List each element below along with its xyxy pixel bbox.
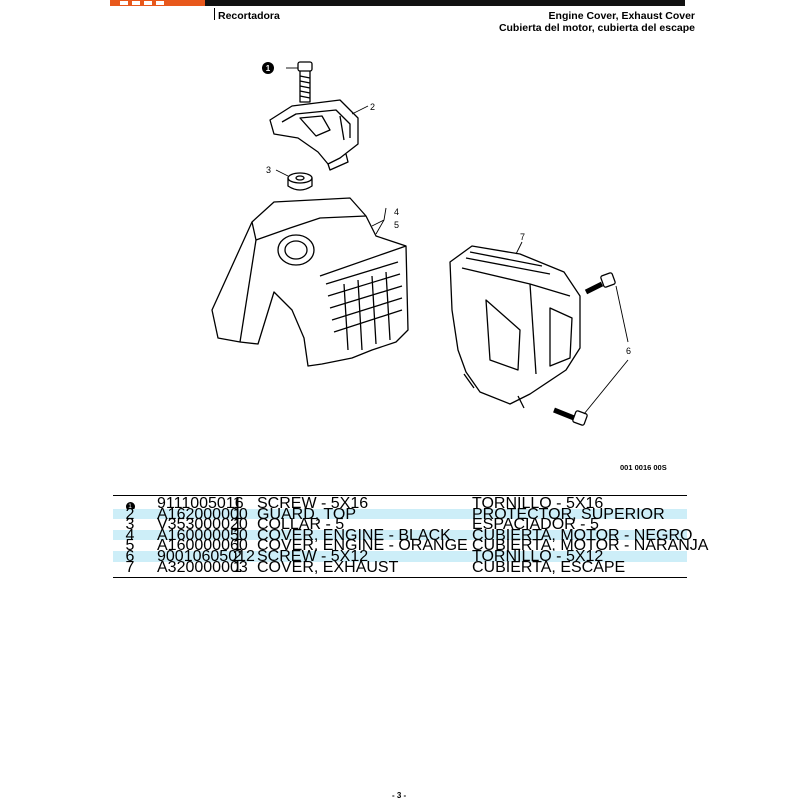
cell-idx: 3 bbox=[125, 516, 135, 534]
brand-logo bbox=[110, 0, 205, 6]
callout-7: 7 bbox=[520, 232, 525, 242]
cell-idx: 4 bbox=[125, 526, 135, 544]
callout-3: 3 bbox=[266, 165, 271, 175]
screw-5x12-lower bbox=[553, 407, 588, 426]
header-title: Engine Cover, Exhaust Cover Cubierta del… bbox=[499, 10, 695, 34]
cell-idx: 1 bbox=[123, 499, 137, 511]
cell-en: COVER, ENGINE - ORANGE bbox=[257, 537, 468, 555]
cell-pn: 90010605012 bbox=[157, 548, 255, 565]
figure-code: 001 0016 00S bbox=[620, 463, 667, 472]
parts-table-top-rule bbox=[113, 495, 687, 496]
screw-5x12-upper bbox=[584, 272, 616, 295]
cell-idx: 7 bbox=[125, 558, 135, 576]
cell-qty: 1 bbox=[233, 558, 242, 576]
cell-idx: 2 bbox=[125, 505, 135, 523]
cell-en: COLLAR - 5 bbox=[257, 516, 345, 534]
cell-pn: V353000020 bbox=[157, 516, 248, 534]
cell-pn: A160000050 bbox=[157, 526, 248, 544]
cell-en: COVER, EXHAUST bbox=[257, 558, 399, 576]
cell-es: CUBIERTA, MOTOR - NEGRO bbox=[472, 526, 693, 544]
collar-illustration bbox=[287, 172, 313, 191]
header-title-es: Cubierta del motor, cubierta del escape bbox=[498, 22, 695, 34]
cell-es: ESPACIADOR - 5 bbox=[472, 516, 599, 534]
cell-pn: A162000000 bbox=[157, 505, 248, 523]
cell-idx: 5 bbox=[125, 537, 135, 555]
cell-qty: 2 bbox=[233, 548, 242, 565]
engine-cover-illustration bbox=[211, 197, 409, 367]
cell-en: GUARD, TOP bbox=[257, 505, 356, 523]
callout-1: 1 bbox=[266, 64, 271, 73]
header-product: Recortadora bbox=[218, 10, 280, 22]
callout-5: 5 bbox=[394, 220, 399, 230]
cell-qty: 1 bbox=[233, 537, 242, 555]
cell-idx: 6 bbox=[125, 548, 135, 565]
cell-qty: 1 bbox=[233, 505, 242, 523]
cell-qty: 1 bbox=[233, 495, 242, 512]
header-title-en: Engine Cover, Exhaust Cover bbox=[548, 10, 695, 22]
header-rule bbox=[214, 8, 215, 20]
cell-es: CUBIERTA, ESCAPE bbox=[472, 558, 626, 576]
page-number: - 3 - bbox=[392, 791, 407, 800]
exploded-parts-diagram: 1 2 3 4 5 7 6 bbox=[211, 61, 631, 426]
callout-2: 2 bbox=[370, 102, 375, 112]
cell-es: PROTECTOR, SUPERIOR bbox=[472, 505, 665, 523]
cell-pn: 9111005016 bbox=[157, 495, 244, 512]
callout-6: 6 bbox=[626, 346, 631, 356]
callout-1-badge bbox=[262, 62, 274, 74]
cell-es: CUBIERTA, MOTOR - NARANJA bbox=[472, 537, 709, 555]
parts-table-bottom-rule bbox=[113, 577, 687, 578]
cell-en: COVER, ENGINE - BLACK bbox=[257, 526, 451, 544]
cell-pn: A320000003 bbox=[157, 558, 248, 576]
top-black-bar bbox=[0, 0, 800, 8]
cell-pn: A160000060 bbox=[157, 537, 248, 555]
index-badge: 1 bbox=[125, 502, 135, 511]
cell-qty: 1 bbox=[233, 516, 242, 534]
cell-en: SCREW - 5X16 bbox=[257, 495, 369, 512]
cell-es: TORNILLO - 5X12 bbox=[472, 548, 604, 565]
screw-5x16-illustration bbox=[297, 61, 313, 103]
cell-en: SCREW - 5X12 bbox=[257, 548, 369, 565]
callout-4: 4 bbox=[394, 207, 399, 217]
exhaust-cover-illustration bbox=[449, 245, 581, 409]
cell-es: TORNILLO - 5X16 bbox=[472, 495, 604, 512]
top-guard-illustration bbox=[269, 99, 359, 171]
cell-qty: 1 bbox=[233, 526, 242, 544]
